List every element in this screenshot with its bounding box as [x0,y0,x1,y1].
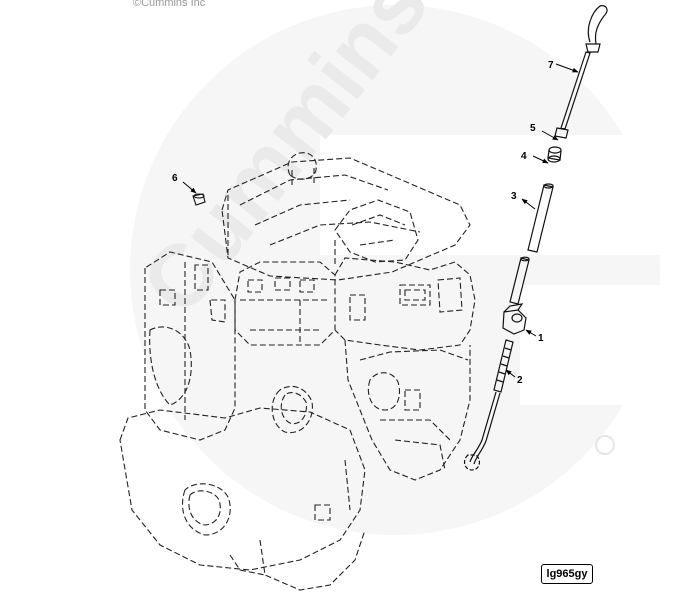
dipstick-seal [554,127,569,139]
dipstick-handle [587,5,608,45]
figure-id-badge: lg965gy [541,564,593,584]
callout-4: 4 [521,151,527,162]
callout-6: 6 [172,173,178,184]
dipstick-adapter [493,339,514,393]
dipstick-assembly [463,5,608,471]
callout-1: 1 [538,333,544,344]
callout-labels: 1 2 3 4 5 6 7 [172,60,554,386]
callout-7: 7 [548,60,554,71]
dipstick-tube [527,184,554,253]
callout-5: 5 [530,123,536,134]
callout-3: 3 [511,191,517,202]
copyright-text: ©Cummins Inc [133,0,206,9]
callout-2: 2 [517,375,523,386]
engine-block [119,152,476,591]
bolt-item-6 [192,193,206,206]
leader-arrows [182,63,579,378]
watermark-logo: Cummins [122,0,680,535]
